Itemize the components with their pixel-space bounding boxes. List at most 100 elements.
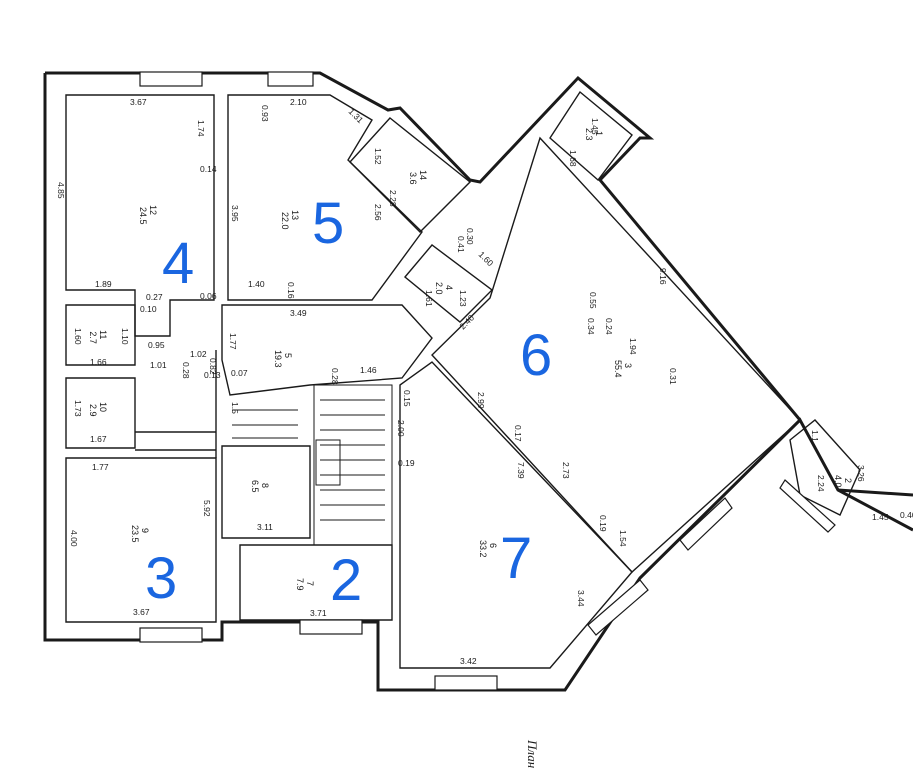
dim-label: 3.26	[856, 465, 866, 482]
room-10-label: 102.9	[88, 402, 108, 417]
room-13-outline	[227, 94, 423, 301]
dim-label: 3.42	[460, 656, 477, 666]
dim-label: 1.46	[360, 365, 377, 375]
room-1-label: 12.3	[584, 128, 604, 141]
dim-label: 3.67	[130, 97, 147, 107]
dim-label: 1.40	[248, 279, 265, 289]
dim-label: 0.24	[604, 318, 614, 335]
dim-label: 0.16	[286, 282, 296, 299]
dim-label: 2.28	[388, 190, 398, 207]
dim-label: 5.92	[202, 500, 212, 517]
dim-label: 4.00	[69, 530, 79, 547]
dim-label: 7.39	[516, 462, 526, 479]
dim-label: 3.71	[310, 608, 327, 618]
dimension-labels: 3.67 1.74 0.14 4.85 1.89 0.27 0.10 0.06 …	[56, 97, 913, 666]
dim-label: 3.49	[290, 308, 307, 318]
blue-number-7: 7	[500, 526, 532, 591]
dim-label: 0.10	[140, 304, 157, 314]
room-1-outline	[549, 90, 633, 182]
dim-label: 2.73	[561, 462, 571, 479]
dim-label: 0.28	[181, 362, 191, 379]
dim-label: 1.45	[872, 512, 889, 522]
room-outlines	[65, 90, 861, 669]
dim-label: 0.82	[208, 358, 218, 375]
room-11-label: 112.7	[88, 330, 108, 344]
dim-label: 1.54	[618, 530, 628, 547]
dim-label: 0.19	[598, 515, 608, 532]
dim-label: 3.95	[230, 205, 240, 222]
dim-label: 4.85	[56, 182, 66, 199]
dim-label: 1.45	[590, 118, 600, 135]
dim-label: 0.55	[588, 292, 598, 309]
room-8-label: 86.5	[250, 480, 270, 493]
dim-label: 1.66	[90, 357, 107, 367]
blue-number-3: 3	[145, 546, 177, 611]
dim-label: 1.74	[196, 120, 206, 137]
room-12-outline	[65, 94, 215, 337]
dim-label: 2.40	[457, 312, 476, 331]
dim-label: 1.52	[373, 148, 383, 165]
room-8-outline	[221, 445, 311, 539]
dim-label: 2.56	[373, 204, 383, 221]
dim-label: 1.77	[92, 462, 109, 472]
dim-label: 1.60	[73, 328, 83, 345]
room-3-label: 355.4	[613, 360, 633, 378]
dim-label: 3.44	[576, 590, 586, 607]
room-labels: 1224.5 1322.0 143.6 12.3 42.0 112.7 102.…	[88, 128, 853, 591]
dim-label: 0.34	[586, 318, 596, 335]
blue-number-4: 4	[162, 231, 194, 296]
room-9-outline	[65, 457, 217, 623]
dim-label: 0.13	[204, 370, 221, 380]
dim-label: 0.14	[200, 164, 217, 174]
dim-label: 1.10	[120, 328, 130, 345]
room-10-outline	[65, 377, 136, 449]
room-5-label: 519.3	[273, 350, 293, 368]
dim-label: 0.93	[260, 105, 270, 122]
room-14-label: 143.6	[408, 170, 428, 185]
dim-label: 2.00	[396, 420, 406, 437]
dim-label: 0.31	[668, 368, 678, 385]
windows	[139, 71, 836, 691]
dim-label: 0.27	[146, 292, 163, 302]
dim-label: 0.41	[456, 236, 466, 253]
room-2-outline	[789, 419, 861, 516]
plan-caption: План	[525, 739, 540, 768]
room-6-outline	[399, 361, 633, 669]
dim-label: 1.77	[228, 333, 238, 350]
dim-label: 2.99	[476, 392, 486, 409]
dim-label: 0.07	[231, 368, 248, 378]
room-14-outline	[349, 117, 472, 233]
dim-label: 1.1	[810, 430, 820, 442]
room-2-label: 24.0	[833, 475, 853, 488]
dim-label: 3.67	[133, 607, 150, 617]
room-4-label: 42.0	[434, 282, 454, 295]
dim-label: 0.30	[465, 228, 475, 245]
dim-label: 1.23	[458, 290, 468, 307]
blue-number-6: 6	[520, 323, 552, 388]
stairs	[232, 384, 393, 546]
blue-number-2: 2	[330, 548, 362, 613]
room-9-label: 923.5	[130, 525, 150, 543]
dim-label: 3.11	[257, 522, 273, 532]
dim-label: 1.31	[347, 106, 366, 125]
room-3-outline	[431, 136, 801, 573]
room-5-outline	[221, 304, 433, 396]
dim-label: 0.19	[398, 458, 415, 468]
dim-label: 9.16	[658, 268, 668, 285]
dim-label: 0.40	[900, 510, 913, 520]
dim-label: 1.01	[150, 360, 167, 370]
dim-label: 1.61	[424, 290, 434, 307]
dim-label: 1.89	[95, 279, 112, 289]
dim-label: 1.94	[628, 338, 638, 355]
blue-numbers: 4 5 6 3 2 7	[145, 191, 552, 613]
dim-label: 1.5	[230, 402, 240, 414]
dim-label: 2.24	[816, 475, 826, 492]
room-13-label: 1322.0	[280, 210, 300, 230]
room-12-label: 1224.5	[138, 205, 158, 225]
dim-label: 0.95	[148, 340, 165, 350]
room-11-outline	[65, 304, 136, 366]
dim-label: 1.68	[568, 150, 578, 167]
dim-label: 1.02	[190, 349, 207, 359]
dim-label: 2.10	[290, 97, 307, 107]
